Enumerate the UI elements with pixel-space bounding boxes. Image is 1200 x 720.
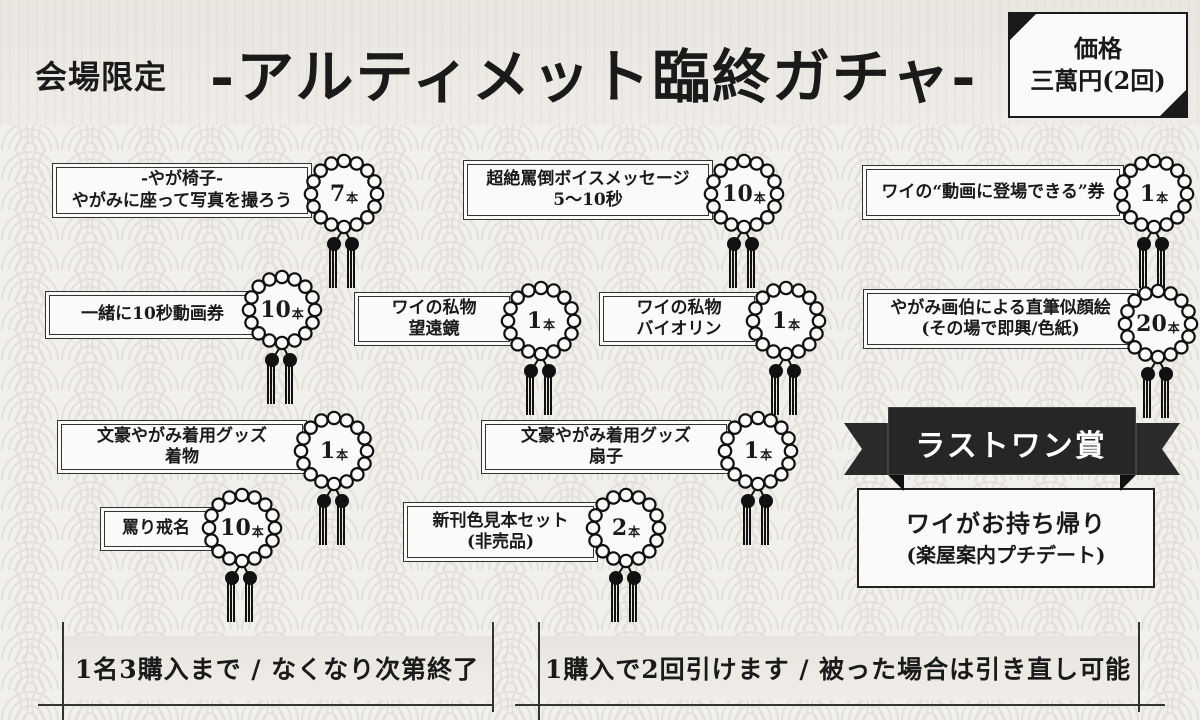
last-one-card: ワイがお持ち帰り (楽屋案内プチデート)	[857, 488, 1155, 588]
prayer-beads-icon	[1113, 153, 1195, 288]
price-box: 価格 三萬円(2回)	[1008, 12, 1188, 118]
last-one-prize: ワイがお持ち帰り	[906, 509, 1106, 539]
prize-count: 1	[526, 308, 543, 334]
prize-count: 1	[743, 438, 760, 464]
prize-count: 1	[319, 438, 336, 464]
prize-count: 1	[1139, 181, 1156, 207]
last-one-detail: (楽屋案内プチデート)	[906, 542, 1106, 567]
prayer-beads-icon	[293, 410, 375, 545]
prize-detail: 着物	[165, 447, 199, 467]
purchase-limit-note: 1名3購入まで / なくなり次第終了	[62, 636, 492, 700]
last-one-ribbon	[844, 406, 1180, 491]
draw-rule-note: 1購入で2回引けます / 被った場合は引き直し可能	[538, 636, 1138, 700]
count-unit: 本	[336, 447, 349, 462]
price-value: 三萬円(2回)	[1030, 66, 1166, 95]
prize-name: ワイの私物	[636, 297, 722, 318]
prize-card: ワイの“動画に登場できる”券	[862, 165, 1124, 220]
prayer-beads-icon	[745, 280, 827, 415]
prize-detail: 扇子	[589, 447, 623, 467]
prize-name: 一緒に10秒動画券	[81, 304, 224, 325]
prize-detail: やがみに座って写真を撮ろう	[71, 190, 293, 211]
venue-limited-label: 会場限定	[35, 58, 168, 96]
prize-name: 罵り戒名	[122, 518, 190, 539]
prize-card: ワイの私物 バイオリン	[599, 292, 759, 346]
prayer-beads-icon	[303, 153, 385, 288]
prayer-beads-icon	[500, 280, 582, 415]
prayer-beads-icon	[585, 487, 667, 622]
page-title: -アルティメット臨終ガチャ-	[210, 43, 978, 111]
prize-name: 新刊色見本セット	[432, 510, 569, 531]
prayer-beads-icon	[241, 269, 323, 404]
prize-count: 2	[611, 515, 628, 541]
footer-divider	[38, 704, 492, 706]
prize-name: ワイの“動画に登場できる”券	[881, 181, 1105, 202]
prize-count: 10	[260, 297, 291, 323]
prize-card: -やが椅子- やがみに座って写真を撮ろう	[52, 163, 312, 218]
prize-name: ワイの私物	[391, 297, 477, 318]
footer-divider	[1138, 622, 1140, 712]
count-unit: 本	[543, 317, 556, 332]
footer-divider	[538, 622, 540, 720]
prize-count: 20	[1136, 311, 1167, 337]
prize-detail: (その場で即興/色紙)	[921, 319, 1080, 339]
prize-card: 文豪やがみ着用グッズ 扇子	[481, 420, 731, 474]
prize-detail: バイオリン	[636, 319, 722, 339]
prayer-beads-icon	[201, 487, 283, 622]
prize-card: やがみ画伯による直筆似顔絵 (その場で即興/色紙)	[863, 289, 1138, 349]
prize-card: 新刊色見本セット (非売品)	[403, 502, 598, 562]
count-unit: 本	[788, 317, 801, 332]
footer-divider	[515, 704, 1165, 706]
prize-count: 7	[329, 181, 346, 207]
count-unit: 本	[1156, 190, 1169, 205]
corner-ornament	[1008, 12, 1038, 42]
count-unit: 本	[251, 524, 264, 539]
count-unit: 本	[760, 447, 773, 462]
count-unit: 本	[291, 306, 304, 321]
prayer-beads-icon	[717, 410, 799, 545]
prize-card: 文豪やがみ着用グッズ 着物	[57, 420, 307, 474]
count-unit: 本	[346, 190, 359, 205]
prize-detail: (非売品)	[466, 532, 535, 552]
prize-name: やがみ画伯による直筆似顔絵	[890, 297, 1111, 318]
prize-card: 罵り戒名	[100, 507, 212, 551]
prize-detail: 5〜10秒	[553, 190, 623, 210]
prize-name: -やが椅子-	[140, 169, 224, 190]
prize-detail: 望遠鏡	[408, 319, 460, 339]
prize-count: 10	[220, 515, 251, 541]
corner-ornament	[1158, 88, 1188, 118]
prize-name: 超絶罵倒ボイスメッセージ	[486, 168, 690, 189]
footer-divider	[62, 622, 64, 720]
count-unit: 本	[628, 524, 641, 539]
prize-name: 文豪やがみ着用グッズ	[521, 425, 691, 446]
count-unit: 本	[753, 190, 766, 205]
last-one-label: ラストワン賞	[915, 429, 1107, 464]
header-background	[0, 0, 1200, 125]
prize-count: 10	[722, 181, 753, 207]
count-unit: 本	[1167, 320, 1180, 335]
footer-divider	[492, 622, 494, 712]
prayer-beads-icon	[703, 153, 785, 288]
prize-name: 文豪やがみ着用グッズ	[97, 425, 267, 446]
price-label: 価格	[1074, 33, 1122, 63]
prize-card: 一緒に10秒動画券	[45, 291, 260, 339]
prize-card: 超絶罵倒ボイスメッセージ 5〜10秒	[463, 160, 713, 220]
prayer-beads-icon	[1117, 283, 1199, 418]
prize-count: 1	[771, 308, 788, 334]
prize-card: ワイの私物 望遠鏡	[354, 292, 514, 346]
